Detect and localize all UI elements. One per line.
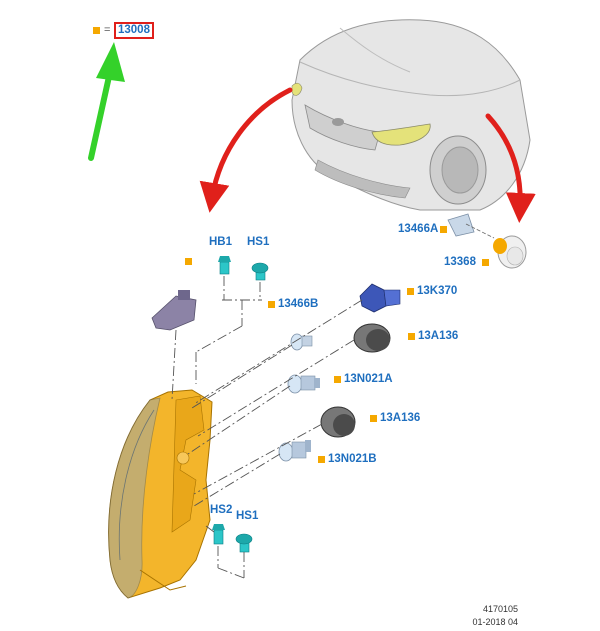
red-arrow-icon — [485, 113, 536, 223]
orange-square-marker-icon — [482, 259, 489, 266]
bulb-13n021b — [278, 440, 311, 462]
callout-13a136-lower[interactable]: 13A136 — [380, 412, 421, 424]
drawing-number: 4170105 — [482, 604, 518, 614]
orange-square-marker-icon — [334, 376, 341, 383]
callout-13466b[interactable]: 13466B — [278, 298, 319, 310]
orange-square-marker-icon — [185, 258, 192, 265]
orange-square-marker-icon — [440, 226, 447, 233]
orange-square-marker-icon — [268, 301, 275, 308]
callout-hs1-top[interactable]: HS1 — [247, 236, 270, 248]
dust-cap-13a136-lower — [320, 406, 356, 438]
callout-hs2[interactable]: HS2 — [210, 504, 233, 516]
red-arrow-icon — [199, 87, 293, 213]
side-marker-lamp — [493, 235, 527, 269]
bulb-holder-13k370 — [359, 283, 401, 313]
vehicle-front-illustration — [291, 19, 531, 211]
callout-13368[interactable]: 13368 — [444, 256, 476, 268]
orange-square-marker-icon — [370, 415, 377, 422]
legend-part-number[interactable]: 13008 — [114, 22, 154, 39]
callout-hb1[interactable]: HB1 — [209, 236, 233, 248]
side-marker-bulb — [447, 213, 495, 239]
callout-13466a[interactable]: 13466A — [398, 223, 439, 235]
callout-13k370[interactable]: 13K370 — [417, 285, 458, 297]
screw-hs1-bottom — [235, 533, 253, 553]
orange-square-marker-icon — [408, 333, 415, 340]
screw-hb1 — [218, 256, 231, 275]
bulb-13n021a — [287, 374, 320, 394]
orange-square-marker-icon — [407, 288, 414, 295]
screw-hs1-top — [251, 262, 269, 281]
callout-hs1-bottom[interactable]: HS1 — [236, 510, 259, 522]
headlamp-assembly — [108, 389, 213, 599]
callout-13a136-upper[interactable]: 13A136 — [418, 330, 459, 342]
orange-square-marker-icon — [318, 456, 325, 463]
wiring-connector — [151, 290, 197, 331]
green-arrow-icon — [88, 42, 125, 161]
date-code: 01-2018 04 — [472, 617, 518, 627]
dust-cap-13a136-upper — [353, 323, 391, 353]
legend-equals: = — [104, 24, 111, 36]
screw-hs2 — [212, 524, 225, 545]
callout-13n021a[interactable]: 13N021A — [344, 373, 393, 385]
orange-square-marker-icon — [93, 27, 100, 34]
callout-13n021b[interactable]: 13N021B — [328, 453, 377, 465]
leader-lines — [171, 276, 363, 579]
